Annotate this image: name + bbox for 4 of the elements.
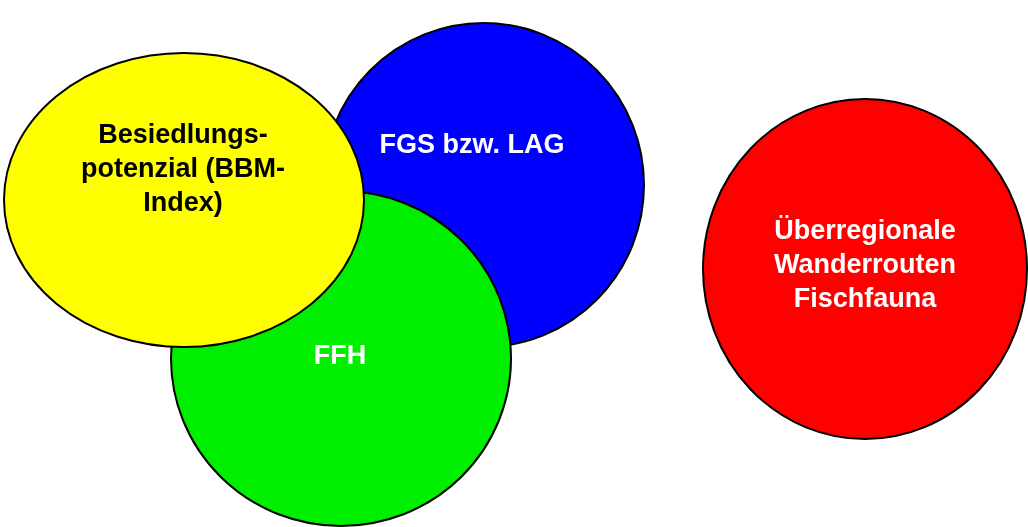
- circle-label: Überregionale Wanderrouten Fischfauna: [773, 214, 957, 315]
- circle-label: FFH: [312, 339, 368, 372]
- circle-label: Besiedlungs- potenzial (BBM-Index): [80, 118, 286, 219]
- circle-label: FGS bzw. LAG: [378, 128, 566, 161]
